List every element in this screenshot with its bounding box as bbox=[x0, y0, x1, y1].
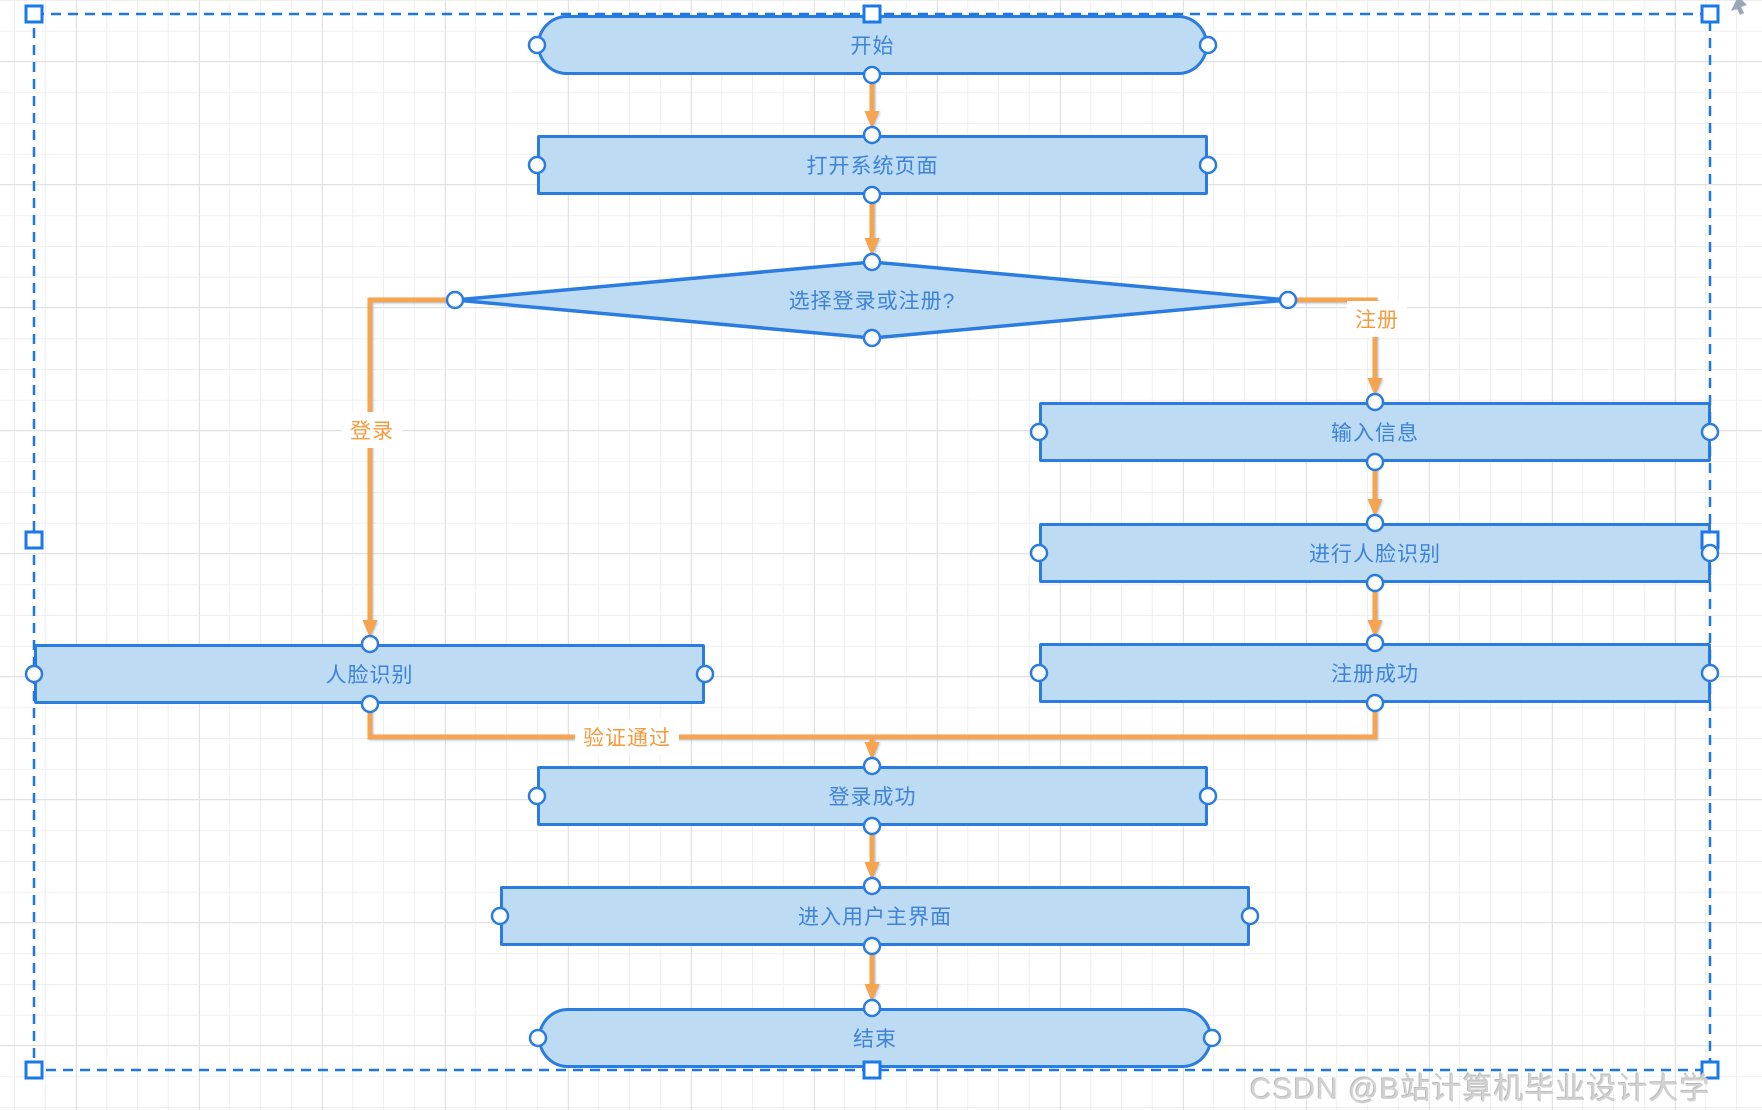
node-choose-login-or-register-label: 选择登录或注册? bbox=[788, 290, 956, 313]
node-start[interactable]: 开始 bbox=[537, 15, 1208, 75]
node-open-system-page[interactable]: 打开系统页面 bbox=[537, 135, 1208, 195]
arrowhead bbox=[864, 742, 880, 760]
edge-merge-verified[interactable] bbox=[367, 703, 1378, 740]
edge-decision-login-branch[interactable] bbox=[367, 297, 455, 620]
arrowhead bbox=[864, 238, 880, 256]
node-end-label: 结束 bbox=[853, 1028, 897, 1051]
selection-handle[interactable] bbox=[24, 4, 44, 24]
mouse-cursor-icon bbox=[1731, 0, 1747, 15]
edge-label-register[interactable]: 注册 bbox=[1347, 301, 1407, 337]
csdn-watermark: CSDN @B站计算机毕业设计大学 bbox=[1250, 1073, 1711, 1106]
connection-port[interactable] bbox=[445, 290, 465, 310]
edge-label-verified[interactable]: 验证通过 bbox=[575, 719, 679, 755]
node-enter-main-ui-label: 进入用户主界面 bbox=[798, 906, 952, 929]
node-open-system-page-label: 打开系统页面 bbox=[806, 155, 939, 178]
arrowhead bbox=[864, 111, 880, 129]
arrowhead bbox=[1367, 620, 1383, 638]
selection-handle[interactable] bbox=[24, 1060, 44, 1080]
node-start-label: 开始 bbox=[850, 35, 895, 58]
node-do-face-recognition[interactable]: 进行人脸识别 bbox=[1039, 523, 1711, 583]
arrowhead bbox=[1367, 499, 1383, 517]
node-register-success-label: 注册成功 bbox=[1331, 663, 1419, 686]
selection-handle[interactable] bbox=[1700, 4, 1720, 24]
node-login-success[interactable]: 登录成功 bbox=[537, 766, 1208, 826]
node-enter-main-ui[interactable]: 进入用户主界面 bbox=[500, 886, 1250, 946]
node-face-recognition-label: 人脸识别 bbox=[325, 664, 414, 687]
node-face-recognition[interactable]: 人脸识别 bbox=[34, 644, 705, 704]
arrowhead bbox=[864, 984, 880, 1002]
connection-port[interactable] bbox=[862, 252, 882, 272]
arrowhead bbox=[362, 620, 378, 638]
connection-port[interactable] bbox=[862, 328, 882, 348]
node-register-success[interactable]: 注册成功 bbox=[1039, 643, 1711, 703]
node-login-success-label: 登录成功 bbox=[828, 786, 917, 809]
node-do-face-recognition-label: 进行人脸识别 bbox=[1309, 543, 1441, 566]
edge-label-login[interactable]: 登录 bbox=[342, 412, 402, 448]
node-end[interactable]: 结束 bbox=[538, 1008, 1212, 1068]
node-input-info-label: 输入信息 bbox=[1331, 422, 1419, 445]
arrowhead bbox=[864, 862, 880, 880]
connection-port[interactable] bbox=[1278, 290, 1298, 310]
node-input-info[interactable]: 输入信息 bbox=[1039, 402, 1711, 462]
selection-handle[interactable] bbox=[24, 530, 44, 550]
arrowhead bbox=[1367, 378, 1383, 396]
